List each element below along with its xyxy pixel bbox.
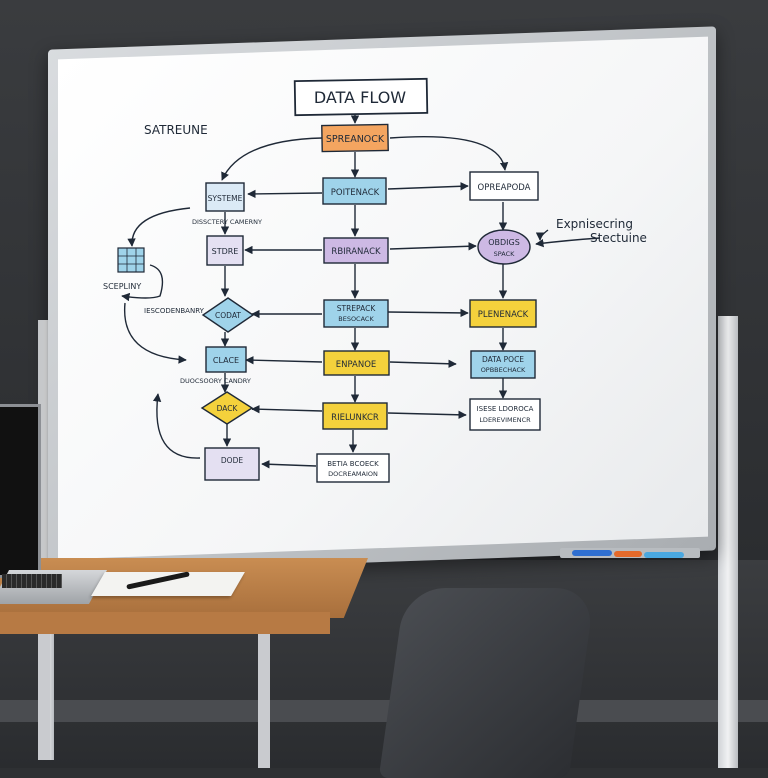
desk-edge	[0, 612, 330, 634]
label-duocsoory: DUOCSOORY CANDRY	[180, 377, 251, 385]
box-isese: ISESE LDOROCA LDEREVIMENCR	[469, 398, 541, 431]
svg-text:LDEREVIMENCR: LDEREVIMENCR	[479, 416, 531, 424]
title-box: DATA FLOW	[293, 77, 429, 117]
svg-text:OBDIGS: OBDIGS	[488, 238, 520, 247]
marker-light-blue[interactable]	[644, 552, 684, 558]
svg-text:SYSTEME: SYSTEME	[208, 194, 243, 203]
note-stectuine: Stectuine	[590, 231, 647, 245]
marker-blue[interactable]	[572, 550, 612, 556]
box-stdre: STDRE	[206, 235, 244, 266]
box-spreanock: SPREANOCK	[321, 123, 389, 153]
svg-text:DOCREAMAION: DOCREAMAION	[328, 470, 378, 478]
office-chair	[378, 588, 596, 778]
svg-text:STREPACK: STREPACK	[337, 304, 377, 313]
svg-text:CODAT: CODAT	[215, 311, 241, 320]
laptop-screen	[0, 404, 41, 578]
box-rbiranack: RBIRANACK	[323, 237, 389, 264]
box-clace: CLACE	[205, 346, 247, 373]
box-poitenack: POITENACK	[322, 177, 387, 205]
svg-text:DATA POCE: DATA POCE	[482, 355, 524, 364]
box-opreapoda: OPREAPODA	[469, 171, 539, 201]
svg-text:OPREAPODA: OPREAPODA	[478, 183, 531, 193]
svg-text:BETIA BCOECK: BETIA BCOECK	[327, 460, 379, 468]
icon-grid	[117, 247, 145, 273]
box-betia: BETIA BCOECK DOCREAMAION	[316, 453, 390, 483]
box-data-poce: DATA POCE OPBBECHACK	[470, 350, 536, 379]
svg-text:SPREANOCK: SPREANOCK	[326, 134, 385, 145]
diamond-dack: DACK	[200, 391, 254, 425]
label-iescodenbanry: IESCODENBANRY	[144, 307, 205, 315]
svg-text:CLACE: CLACE	[213, 356, 239, 365]
box-dode: DODE	[204, 447, 260, 481]
svg-text:RBIRANACK: RBIRANACK	[331, 247, 381, 257]
desk-leg-right	[258, 620, 270, 768]
box-strepack: STREPACK BESOCACK	[323, 299, 389, 328]
whiteboard-stand-right	[718, 316, 738, 768]
label-dissectery: DISSCTERY CAMERNY	[192, 218, 262, 226]
laptop-keyboard	[2, 574, 62, 588]
svg-text:ENPANOE: ENPANOE	[336, 360, 377, 370]
svg-text:DACK: DACK	[217, 404, 239, 413]
note-expnisecring: Expnisecring	[556, 217, 633, 231]
svg-text:STDRE: STDRE	[212, 247, 239, 256]
marker-orange[interactable]	[614, 551, 642, 557]
svg-text:PLENENACK: PLENENACK	[478, 310, 529, 320]
diamond-codat: CODAT	[201, 297, 255, 333]
svg-text:SPACK: SPACK	[494, 250, 516, 258]
svg-text:POITENACK: POITENACK	[331, 188, 380, 198]
box-systeme: SYSTEME	[205, 182, 245, 212]
diagram-title: DATA FLOW	[314, 88, 406, 107]
ellipse-obdigs: OBDIGS SPACK	[477, 229, 531, 265]
note-satreune: SATREUNE	[144, 123, 208, 137]
svg-text:RIELUNKCR: RIELUNKCR	[331, 413, 379, 423]
connector-arrows	[121, 113, 601, 469]
svg-text:DODE: DODE	[221, 456, 243, 465]
svg-text:BESOCACK: BESOCACK	[338, 315, 374, 323]
desk-leg-left	[38, 630, 50, 760]
label-scepliny: SCEPLINY	[103, 282, 141, 291]
box-plenenack: PLENENACK	[469, 299, 537, 328]
box-rielunkcr: RIELUNKCR	[322, 402, 388, 430]
box-enpanoe: ENPANOE	[323, 350, 390, 376]
svg-text:ISESE LDOROCA: ISESE LDOROCA	[477, 405, 534, 413]
svg-text:OPBBECHACK: OPBBECHACK	[481, 366, 526, 374]
